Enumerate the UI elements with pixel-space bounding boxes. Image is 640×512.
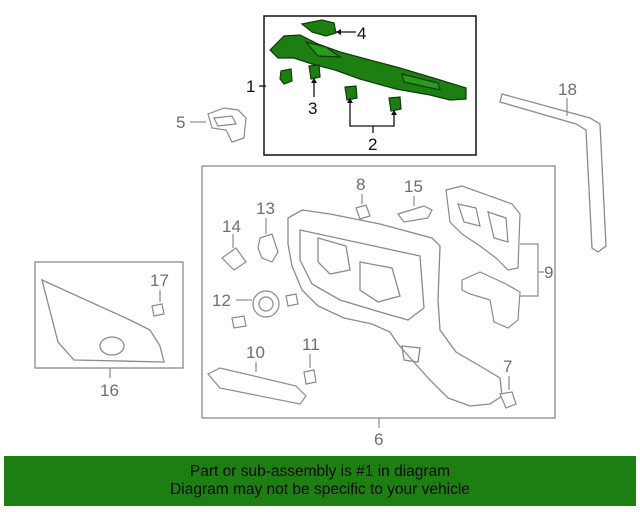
part-9-bracket-upper[interactable]	[445, 185, 521, 271]
part-17-clip[interactable]	[151, 303, 165, 317]
rear-shelf-trim-part[interactable]	[269, 19, 467, 112]
part-5-bracket[interactable]	[207, 107, 247, 143]
part-14-retainer[interactable]	[221, 247, 247, 271]
callout-4: 4	[357, 24, 366, 43]
callout-17: 17	[150, 271, 169, 290]
assembly-16-box	[34, 261, 184, 369]
banner-line-2: Diagram may not be specific to your vehi…	[170, 481, 470, 498]
part-7-clip[interactable]	[499, 391, 517, 409]
part-9-bracket-lower[interactable]	[461, 271, 521, 329]
info-banner: Part or sub-assembly is #1 in diagram Di…	[4, 456, 636, 506]
callout-14: 14	[222, 217, 241, 236]
callout-1: 1	[246, 77, 255, 96]
callout-15: 15	[404, 177, 423, 196]
part-16-panel[interactable]	[41, 278, 165, 363]
callout-8: 8	[356, 175, 365, 194]
callout-2: 2	[368, 135, 377, 154]
part-8-clip[interactable]	[355, 204, 371, 220]
callout-13: 13	[256, 199, 275, 218]
callout-7: 7	[503, 357, 512, 376]
callout-6: 6	[374, 430, 383, 449]
callout-12: 12	[212, 291, 231, 310]
part-13-hook[interactable]	[257, 233, 279, 263]
callout-18: 18	[558, 80, 577, 99]
part-12-grommet[interactable]	[231, 290, 299, 329]
callout-5: 5	[176, 113, 185, 132]
callout-3: 3	[308, 99, 317, 118]
banner-line-1: Part or sub-assembly is #1 in diagram	[189, 463, 451, 480]
part-10-trim-piece[interactable]	[207, 367, 307, 405]
part-18-pillar-trim[interactable]	[499, 93, 607, 253]
callout-10: 10	[246, 343, 265, 362]
part-15-handle[interactable]	[397, 205, 433, 223]
part-11-clip[interactable]	[303, 369, 317, 385]
part-6-quarter-trim-panel[interactable]	[287, 209, 503, 407]
callout-16: 16	[100, 381, 119, 400]
callout-11: 11	[302, 335, 320, 354]
callout-9: 9	[544, 263, 553, 282]
